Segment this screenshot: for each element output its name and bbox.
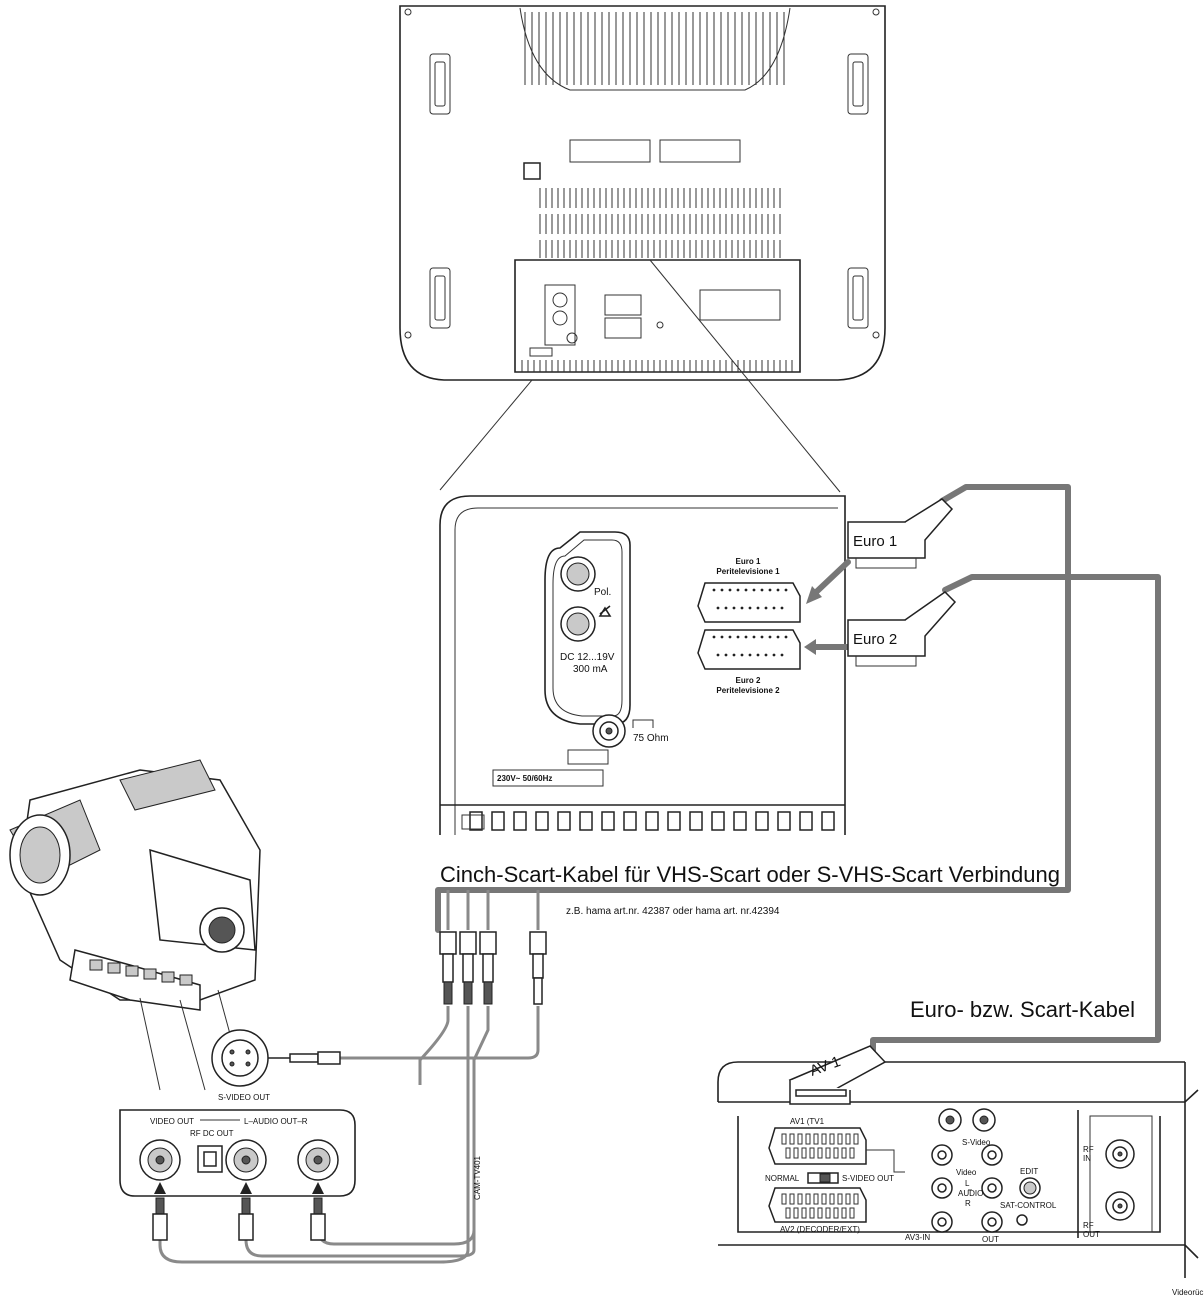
euro1-socket (697, 582, 801, 623)
svideo-out-label: S-VIDEO OUT (218, 1093, 270, 1102)
cam-cable-label: CAM-TV401 (473, 1155, 482, 1200)
svideo-plug[interactable] (289, 1053, 319, 1063)
vcr-rear-panel: AV1 (TV1 AV2 (DECODER/EXT) NORMAL S-VIDE… (717, 1061, 1203, 1297)
vcr-av1-label: AV1 (TV1 (790, 1117, 825, 1126)
vcr-sat-control-label: SAT-CONTROL (1000, 1201, 1057, 1210)
vcr-out-label: OUT (982, 1235, 999, 1244)
vcr-av2-label: AV2 (DECODER/EXT) (780, 1225, 860, 1234)
vcr-normal-label: NORMAL (765, 1174, 800, 1183)
vcr-rf-in-label-2: IN (1083, 1154, 1091, 1163)
vcr-edit-label: EDIT (1020, 1167, 1038, 1176)
vcr-av1-socket (768, 1127, 867, 1165)
audio-out-label: L–AUDIO OUT–R (244, 1117, 308, 1126)
vcr-svideo-label: S-Video (962, 1138, 991, 1147)
scart-pins (712, 588, 788, 657)
mains-label: 230V~ 50/60Hz (497, 774, 552, 783)
euro2-tag: Euro 2 (853, 631, 897, 648)
euro-scart-cable (870, 574, 1161, 1063)
tv-connector-panel: Pol. DC 12...19V 300 mA 75 Ohm 230V~ 50/… (439, 495, 846, 835)
vcr-av3-in-label: AV3-IN (905, 1233, 930, 1242)
euro1-socket-sub: Peritelevisione 1 (716, 567, 780, 576)
cinch-leads (158, 890, 547, 1264)
pol-label: Pol. (594, 587, 611, 598)
camcorder-details (89, 959, 193, 986)
svideo-out-detail: S-VIDEO OUT (211, 1029, 341, 1102)
cinch-scart-cable (435, 484, 1071, 933)
euro1-plug[interactable]: Euro 1 (847, 498, 954, 569)
tv-rear-vents (539, 188, 781, 258)
euro-cable-caption: Euro- bzw. Scart-Kabel (910, 997, 1135, 1022)
tv-rear-view (399, 5, 886, 381)
vcr-video-label: Video (956, 1168, 977, 1177)
vcr-rf-out-label-1: RF (1083, 1221, 1094, 1230)
vcr-l-label: L (965, 1179, 970, 1188)
panel-vent-slots (469, 811, 835, 831)
zoom-line-left (439, 379, 533, 491)
vcr-svideo-out-label: S-VIDEO OUT (842, 1174, 894, 1183)
camcorder-output-panel: VIDEO OUT RF DC OUT L–AUDIO OUT–R (119, 1109, 356, 1241)
vcr-rf-in-label-1: RF (1083, 1145, 1094, 1154)
euro2-socket (697, 629, 801, 670)
rf-dc-out-label: RF DC OUT (190, 1129, 234, 1138)
ohm-label: 75 Ohm (633, 733, 669, 744)
zoom-line-right (649, 259, 841, 493)
euro2-plug[interactable]: Euro 2 (847, 591, 957, 667)
vcr-corner-label: Videorüc (1172, 1288, 1203, 1297)
euro1-tag: Euro 1 (853, 533, 897, 550)
tv-top-vents (524, 12, 785, 85)
cinch-cable-caption: Cinch-Scart-Kabel für VHS-Scart oder S-V… (440, 862, 1060, 887)
tv-bottom-ribs (521, 360, 793, 372)
vcr-audio-label: AUDIO (958, 1189, 983, 1198)
dc-label-2: 300 mA (573, 664, 608, 675)
euro2-socket-sub: Peritelevisione 2 (716, 686, 780, 695)
vcr-r-label: R (965, 1199, 971, 1208)
av1-plug[interactable]: AV 1 (788, 1045, 887, 1105)
video-out-label: VIDEO OUT (150, 1117, 194, 1126)
euro1-arrow (809, 559, 851, 599)
camcorder (9, 759, 261, 1091)
hama-note: z.B. hama art.nr. 42387 oder hama art. n… (566, 906, 780, 917)
vcr-scart-pins (781, 1133, 859, 1219)
euro1-socket-title: Euro 1 (736, 557, 761, 566)
dc-label-1: DC 12...19V (560, 652, 615, 663)
vcr-rf-out-label-2: OUT (1083, 1230, 1100, 1239)
euro2-socket-title: Euro 2 (736, 676, 761, 685)
